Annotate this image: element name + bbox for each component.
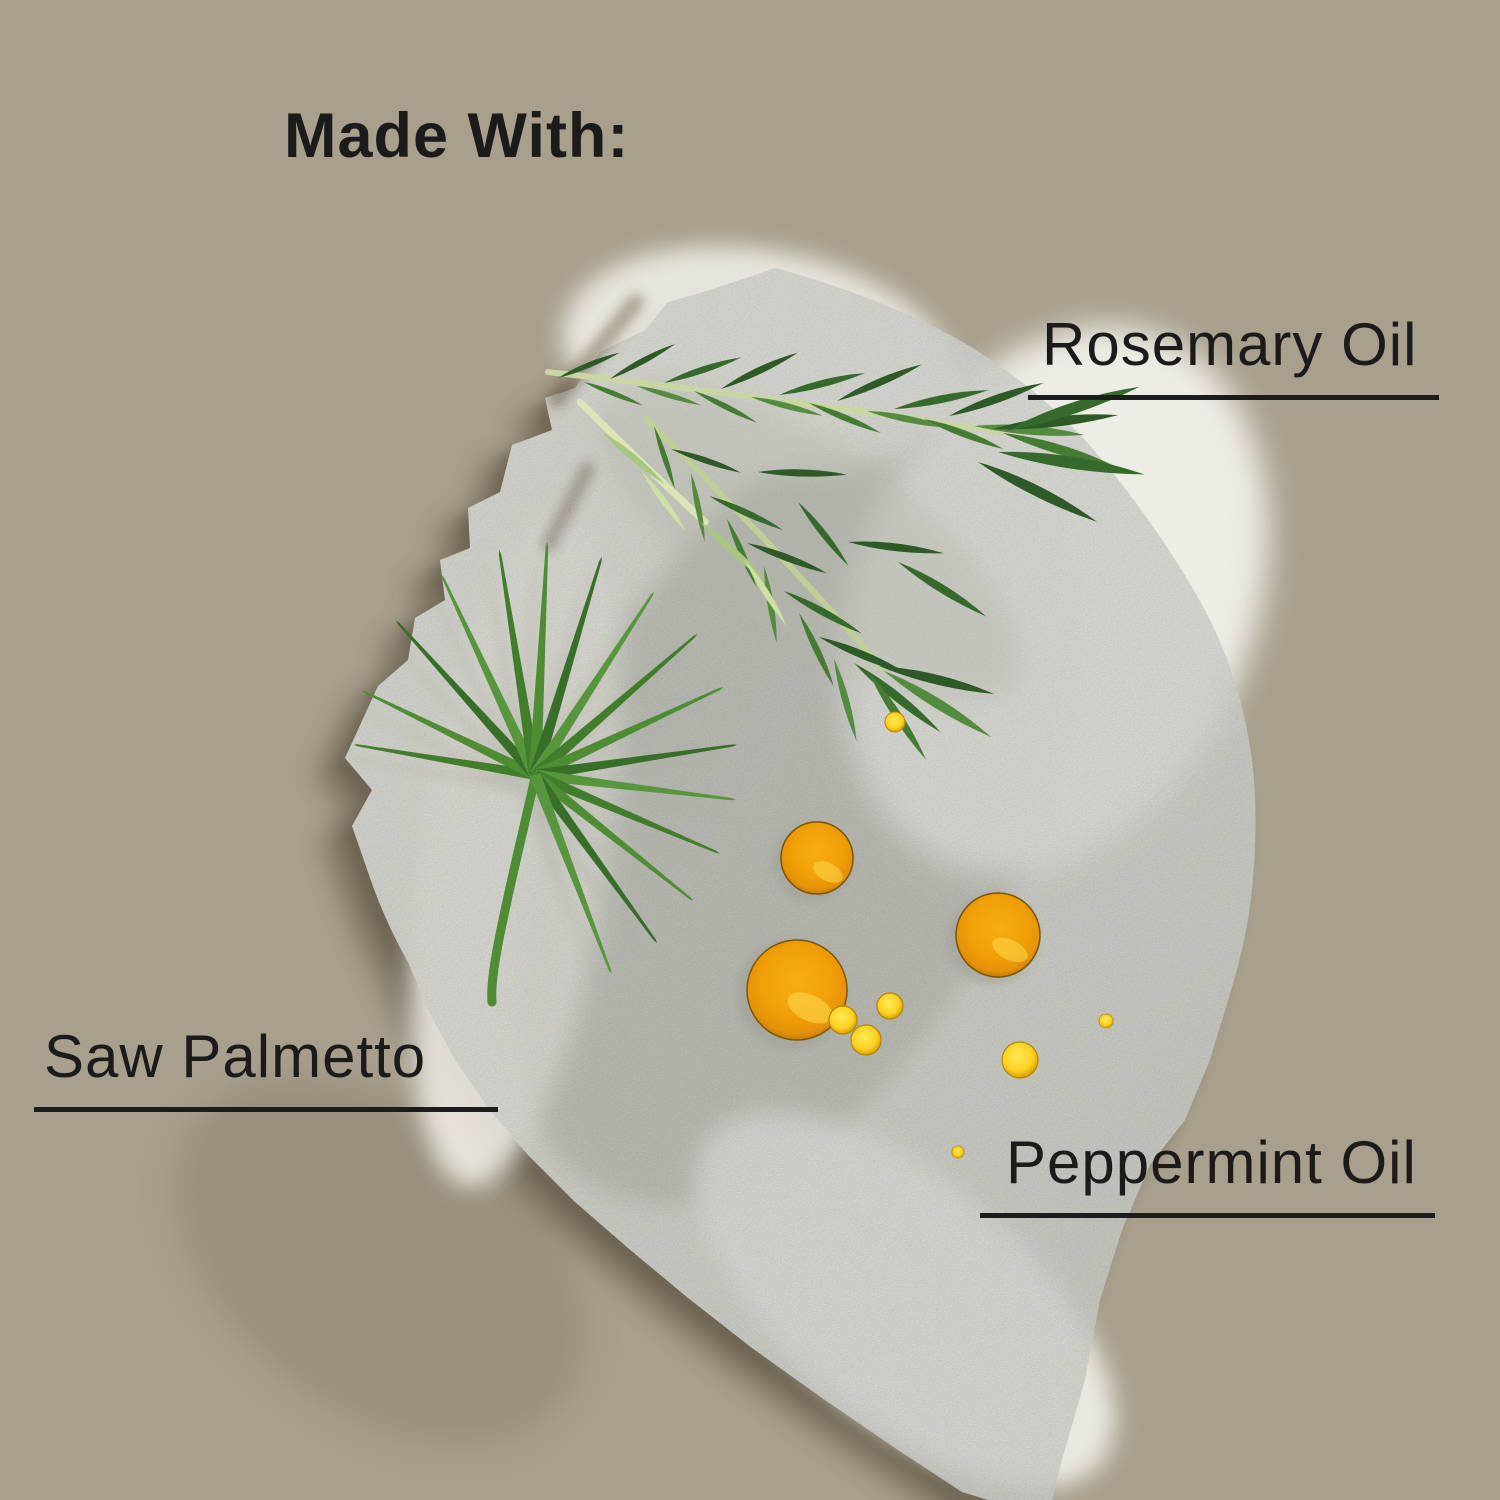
oil-droplet <box>780 821 854 895</box>
oil-droplet <box>1098 1013 1114 1029</box>
saw-palmetto-label: Saw Palmetto <box>34 1022 499 1112</box>
oil-droplet <box>884 711 906 733</box>
oil-droplet <box>951 1145 965 1159</box>
rosemary-oil-label: Rosemary Oil <box>1028 310 1440 400</box>
rosemary-sprig-image <box>545 342 1146 763</box>
oil-droplet <box>850 1024 882 1056</box>
peppermint-oil-label: Peppermint Oil <box>980 1128 1435 1218</box>
made-with-heading: Made With: <box>284 101 630 171</box>
oil-droplets-image <box>736 711 1114 1159</box>
saw-palmetto-leaf-image <box>341 541 738 1007</box>
oil-droplet <box>955 892 1041 978</box>
oil-droplet <box>876 992 904 1020</box>
oil-droplet <box>1001 1041 1039 1079</box>
oil-droplet <box>828 1005 858 1035</box>
